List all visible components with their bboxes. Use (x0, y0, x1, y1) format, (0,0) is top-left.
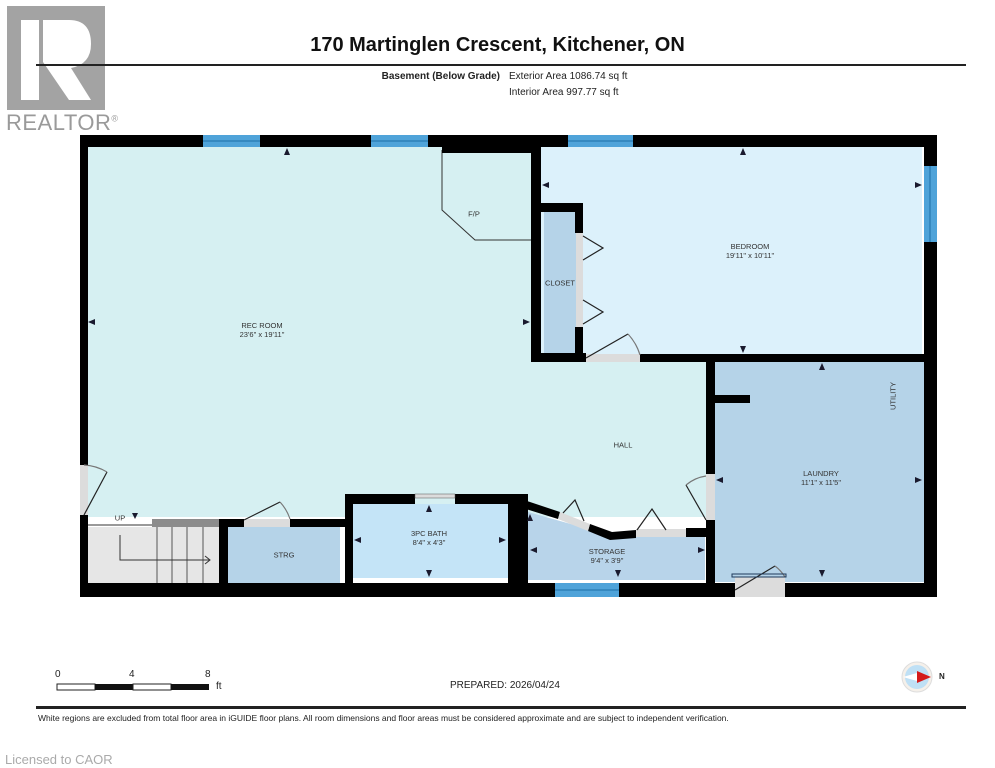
stairs-up-label: UP (115, 514, 125, 523)
dimension-arrows (88, 148, 922, 577)
room-name: CLOSET (544, 278, 576, 288)
scale-bar (56, 683, 209, 691)
title-divider (36, 64, 966, 66)
stair-direction-arrow (119, 535, 210, 561)
room-name: UTILITY (888, 382, 898, 410)
registered-mark: ® (111, 113, 119, 124)
room-laundry: LAUNDRY 11'1" x 11'5" (801, 469, 841, 487)
room-name: LAUNDRY (803, 469, 839, 478)
room-strg: STRG (274, 551, 295, 560)
room-fireplace: F/P (468, 210, 480, 219)
room-rec-room: REC ROOM 23'6" x 19'11" (240, 321, 285, 339)
compass-north-label: N (939, 672, 945, 681)
bedroom-fill (540, 147, 922, 354)
footer-divider (36, 706, 966, 709)
scale-unit: ft (216, 681, 222, 692)
room-dims: 9'4" x 3'9" (590, 556, 624, 565)
strg-fill (228, 527, 340, 583)
room-name: STRG (273, 550, 295, 560)
room-name: 3PC BATH (410, 529, 448, 538)
realtor-logo (7, 6, 105, 110)
room-utility: UTILITY (889, 382, 898, 410)
scale-tick-0: 0 (55, 669, 61, 680)
room-dims: 11'1" x 11'5" (800, 478, 842, 487)
room-dims: 23'6" x 19'11" (239, 330, 285, 339)
walls (80, 135, 937, 597)
floor-name: Basement (Below Grade) (381, 71, 500, 82)
scale-tick-4: 4 (129, 669, 135, 680)
room-name: UP (114, 513, 126, 523)
windows (203, 135, 937, 597)
room-hall: HALL (614, 441, 633, 450)
exterior-area: Exterior Area 1086.74 sq ft (509, 71, 628, 82)
room-name: STORAGE (588, 547, 626, 556)
room-name: REC ROOM (241, 321, 283, 330)
fireplace-outline (441, 150, 533, 241)
room-3pc-bath: 3PC BATH 8'4" x 4'3" (411, 529, 447, 547)
page-title: 170 Martinglen Crescent, Kitchener, ON (310, 34, 685, 56)
interior-area: Interior Area 997.77 sq ft (509, 87, 619, 98)
realtor-logo-text: REALTOR® (6, 110, 119, 136)
closet-fill (544, 212, 580, 354)
room-name: HALL (613, 440, 633, 450)
stair-landing (152, 519, 219, 527)
disclaimer: White regions are excluded from total fl… (38, 713, 729, 723)
room-name: F/P (468, 209, 480, 219)
room-storage: STORAGE 9'4" x 3'9" (589, 547, 626, 565)
bath-fill (353, 504, 508, 578)
stairs-fill (87, 527, 219, 583)
prepared-date: PREPARED: 2026/04/24 (450, 680, 560, 691)
room-dims: 19'11" x 10'11" (725, 251, 775, 260)
room-dims: 8'4" x 4'3" (412, 538, 446, 547)
room-name: BEDROOM (730, 242, 770, 251)
scale-tick-8: 8 (205, 669, 211, 680)
room-bedroom: BEDROOM 19'11" x 10'11" (726, 242, 774, 260)
realtor-r-icon (21, 20, 91, 100)
storage-fill (528, 512, 705, 580)
compass-icon (901, 661, 933, 693)
realtor-brand-text: REALTOR (6, 110, 112, 135)
license-watermark: Licensed to CAOR (5, 752, 113, 767)
stair-treads (156, 527, 204, 583)
door-swings (83, 235, 787, 591)
room-closet: CLOSET (545, 279, 575, 288)
